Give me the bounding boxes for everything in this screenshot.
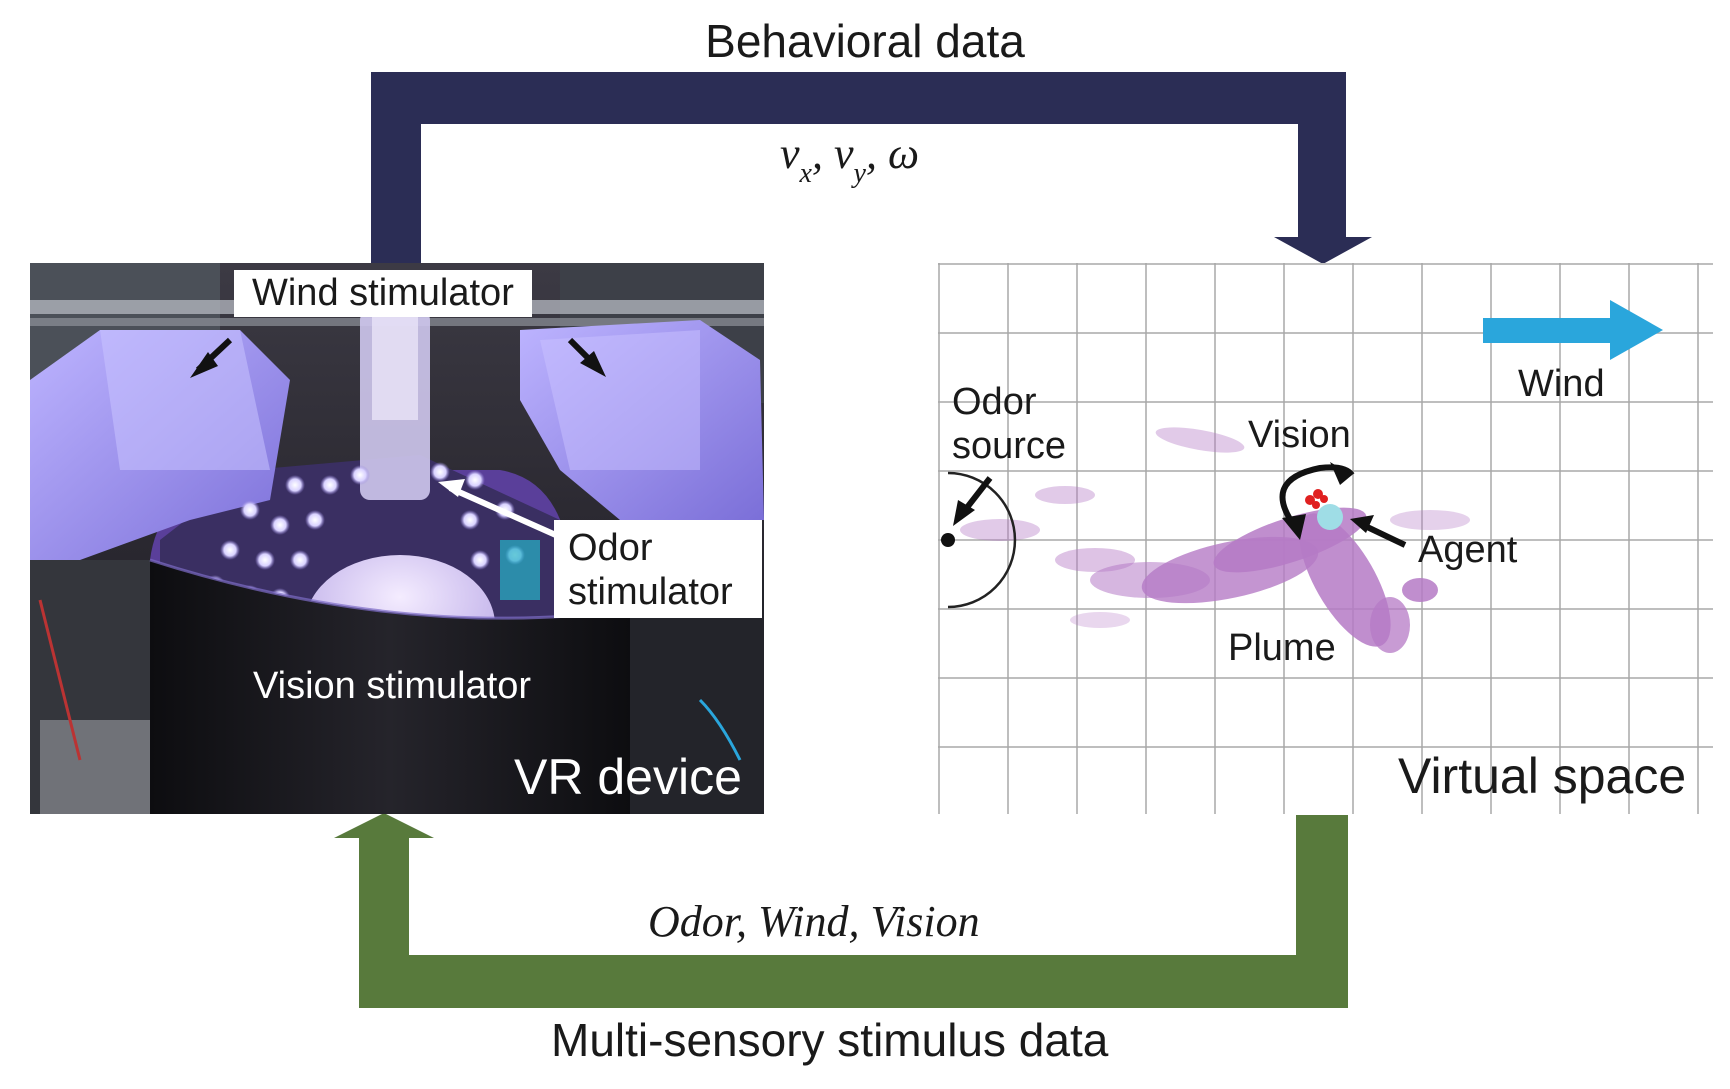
agent-vision-marker bbox=[1305, 489, 1328, 509]
odor-stimulator-label: Odor stimulator bbox=[554, 520, 762, 618]
vision-label: Vision bbox=[1248, 414, 1351, 456]
plume-label: Plume bbox=[1228, 627, 1336, 669]
behavioral-variables: vx, vy, ω bbox=[780, 129, 920, 189]
wind-label: Wind bbox=[1518, 363, 1605, 405]
vr-annotation-arrows bbox=[190, 337, 606, 539]
vr-device-photo bbox=[30, 263, 764, 814]
vision-stimulator-label: Vision stimulator bbox=[253, 665, 532, 707]
agent-marker bbox=[1317, 504, 1343, 530]
stimulus-variables: Odor, Wind, Vision bbox=[648, 897, 980, 946]
vision-rotation-arrow bbox=[1279, 464, 1355, 530]
wind-arrow bbox=[1483, 300, 1663, 360]
wind-stimulator-label: Wind stimulator bbox=[234, 270, 532, 317]
odor-source-dot bbox=[941, 533, 955, 547]
stimulus-data-arrow bbox=[334, 813, 1348, 1008]
odor-source-boundary bbox=[947, 471, 1017, 609]
agent-label: Agent bbox=[1418, 529, 1518, 571]
multi-sensory-label: Multi-sensory stimulus data bbox=[551, 1014, 1109, 1066]
vr-device-caption: VR device bbox=[514, 749, 742, 805]
virtual-space-panel bbox=[938, 263, 1713, 814]
behavioral-data-arrow bbox=[371, 72, 1372, 264]
odor-source-label: Odor source bbox=[952, 381, 1067, 467]
virtual-space-caption: Virtual space bbox=[1398, 748, 1687, 804]
behavioral-data-label: Behavioral data bbox=[705, 15, 1025, 67]
